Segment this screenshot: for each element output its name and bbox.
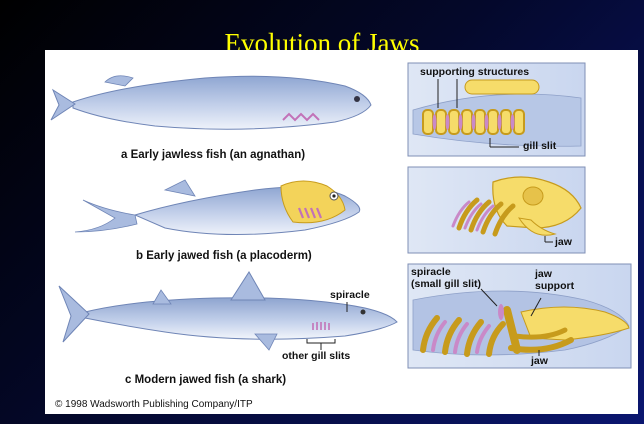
jaw-evolution-figure: a Early jawless fish (an agnathan) suppo…: [45, 50, 638, 414]
label-supporting-structures: supporting structures: [420, 66, 529, 79]
shark-fish: [59, 272, 397, 350]
label-spiracle-small-line2: (small gill slit): [411, 278, 481, 291]
placoderm-fish: [75, 180, 360, 235]
caption-shark: c Modern jawed fish (a shark): [125, 374, 286, 387]
copyright-notice: © 1998 Wadsworth Publishing Company/ITP: [55, 399, 253, 410]
label-jaw-shark: jaw: [531, 355, 548, 368]
caption-agnathan: a Early jawless fish (an agnathan): [121, 149, 305, 162]
agnathan-fish: [51, 76, 371, 129]
label-spiracle: spiracle: [330, 289, 370, 302]
label-jaw-placoderm: jaw: [555, 236, 572, 249]
label-jaw-support-line2: support: [535, 280, 574, 293]
caption-placoderm: b Early jawed fish (a placoderm): [136, 250, 312, 263]
label-gill-slit: gill slit: [523, 140, 556, 153]
label-other-gill-slits: other gill slits: [282, 350, 350, 363]
